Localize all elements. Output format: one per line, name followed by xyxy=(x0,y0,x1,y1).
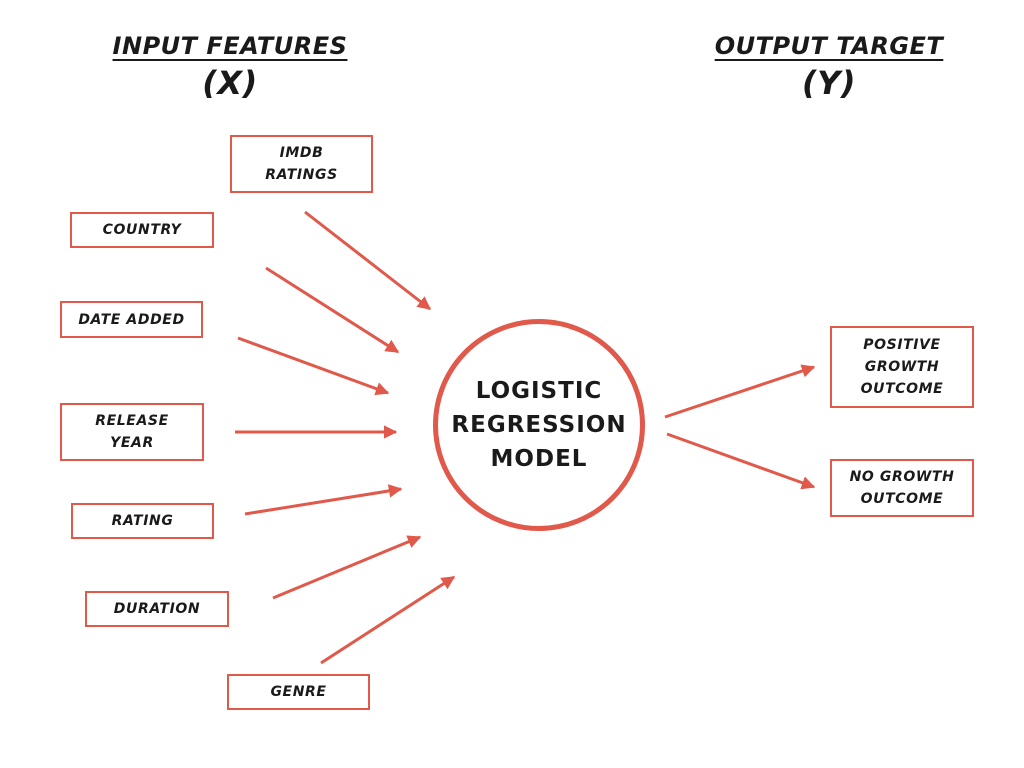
input-feature-duration: DURATION xyxy=(85,591,229,627)
input-feature-release-year: RELEASE YEAR xyxy=(60,403,204,461)
arrow-genre xyxy=(320,575,456,665)
input-features-title: INPUT FEATURES xyxy=(112,32,348,60)
input-feature-country: COUNTRY xyxy=(70,212,214,248)
arrow-no-growth xyxy=(666,432,816,490)
input-feature-genre: GENRE xyxy=(227,674,370,710)
input-feature-date-added: DATE ADDED xyxy=(60,301,203,338)
output-no-growth: NO GROWTH OUTCOME xyxy=(830,459,974,517)
input-feature-imdb-ratings: IMDB RATINGS xyxy=(230,135,373,193)
arrow-duration xyxy=(272,535,422,600)
input-features-heading: INPUT FEATURES (X) xyxy=(100,32,360,102)
output-positive-growth: POSITIVE GROWTH OUTCOME xyxy=(830,326,974,408)
arrow-country xyxy=(265,266,400,354)
input-feature-rating: RATING xyxy=(71,503,214,539)
arrow-positive-growth xyxy=(664,364,816,419)
logistic-regression-model: LOGISTIC REGRESSION MODEL xyxy=(433,319,645,531)
input-variable-label: (X) xyxy=(202,64,258,102)
output-target-title: OUTPUT TARGET xyxy=(714,32,944,60)
output-target-heading: OUTPUT TARGET (Y) xyxy=(699,32,959,102)
arrow-imdb-ratings xyxy=(304,210,432,311)
arrow-rating xyxy=(244,484,403,516)
arrow-date-added xyxy=(237,336,390,396)
output-variable-label: (Y) xyxy=(802,64,856,102)
